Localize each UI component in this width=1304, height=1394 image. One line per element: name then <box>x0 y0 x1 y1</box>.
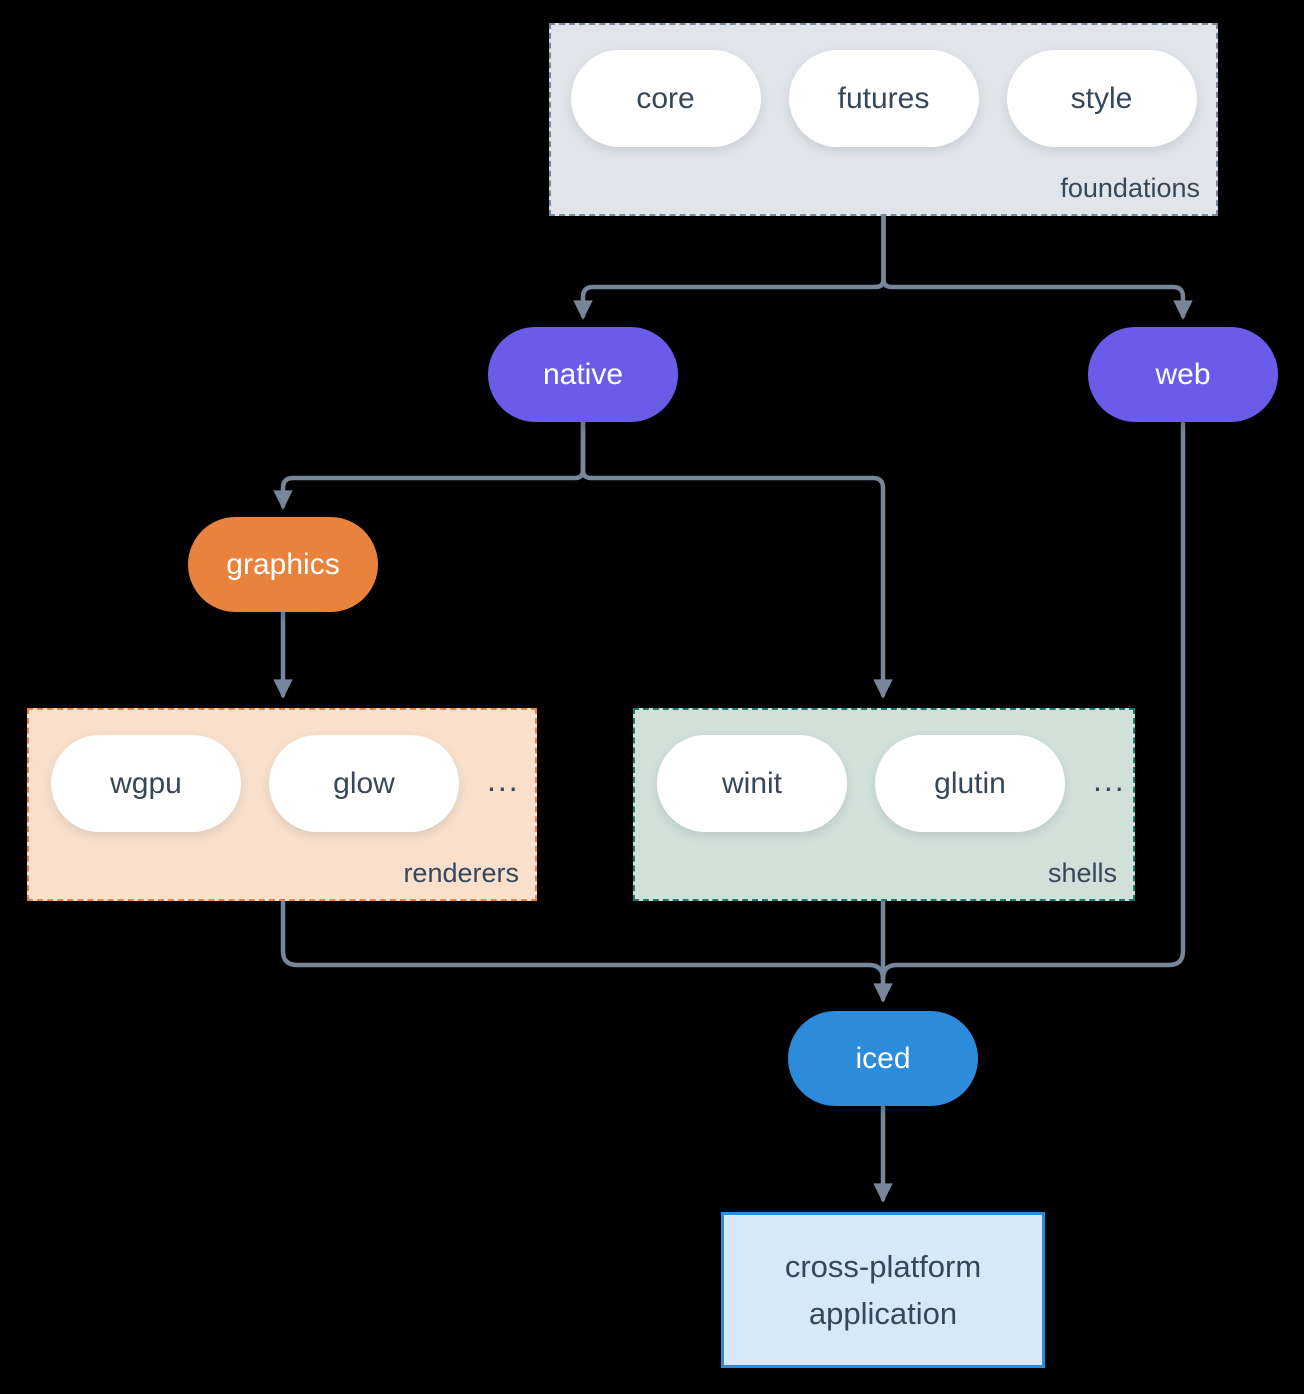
cross-platform-application-label: cross-platform application <box>784 1249 982 1331</box>
pill-wgpu-label: wgpu <box>110 766 182 800</box>
pill-futures: futures <box>788 50 979 147</box>
shells-ellipsis: ... <box>1093 762 1126 798</box>
node-web: web <box>1088 327 1278 422</box>
node-native-label: native <box>542 357 624 391</box>
renderers-group-label: renderers <box>403 858 519 888</box>
cross-platform-application-box: cross-platform application <box>721 1212 1045 1368</box>
node-iced: iced <box>788 1011 978 1106</box>
edge-foundations-native <box>573 213 886 320</box>
pill-style: style <box>1006 50 1197 147</box>
foundations-pill-row: core futures style <box>551 25 1216 147</box>
node-native: native <box>488 327 678 422</box>
edge-native-graphics <box>273 419 586 510</box>
node-web-label: web <box>1155 357 1211 391</box>
pill-glutin-label: glutin <box>934 766 1006 800</box>
pill-glutin: glutin <box>875 735 1065 832</box>
shells-group-label: shells <box>1047 858 1117 888</box>
foundations-group-label: foundations <box>1060 173 1200 203</box>
node-graphics: graphics <box>188 517 378 612</box>
edge-native-shells <box>580 419 893 699</box>
foundations-group: core futures style foundations <box>549 23 1218 216</box>
pill-winit-label: winit <box>721 766 782 800</box>
pill-winit: winit <box>657 735 847 832</box>
pill-core: core <box>570 50 761 147</box>
pill-style-label: style <box>1070 81 1133 115</box>
node-graphics-label: graphics <box>226 547 340 581</box>
shells-pill-row: winit glutin ... <box>635 710 1133 832</box>
renderers-pill-row: wgpu glow ... <box>29 710 535 832</box>
node-iced-label: iced <box>855 1041 911 1075</box>
renderers-ellipsis: ... <box>487 762 520 798</box>
renderers-group: wgpu glow ... renderers <box>27 708 537 901</box>
pill-wgpu: wgpu <box>51 735 241 832</box>
pill-core-label: core <box>636 81 695 115</box>
pill-glow-label: glow <box>333 766 395 800</box>
edge-foundations-web <box>881 213 1193 320</box>
pill-futures-label: futures <box>837 81 930 115</box>
edge-renderers-iced <box>280 898 886 982</box>
pill-glow: glow <box>269 735 459 832</box>
shells-group: winit glutin ... shells <box>633 708 1135 901</box>
